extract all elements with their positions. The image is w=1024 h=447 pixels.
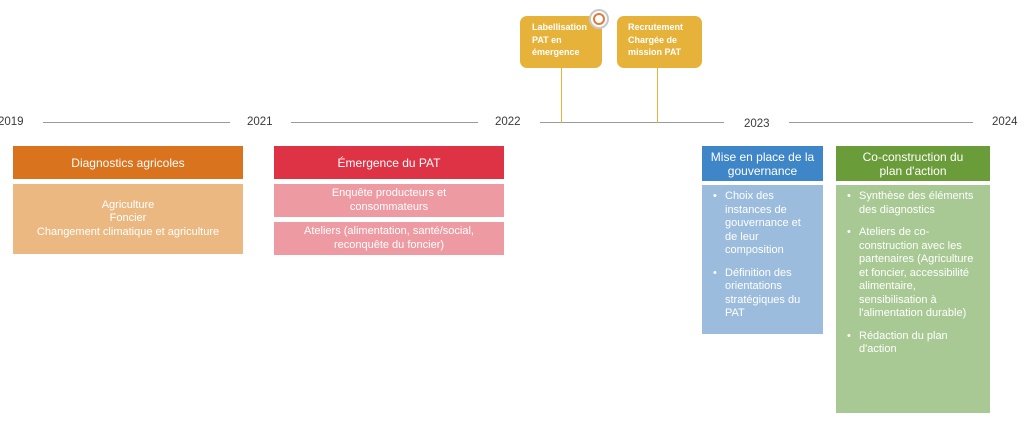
phase-body-coconstruction: Synthèse des éléments des diagnostics At… xyxy=(836,185,990,413)
milestone-text-line: émergence xyxy=(532,47,580,57)
phase-item: Choix des instances de gouvernance et de… xyxy=(713,190,815,258)
phase-body-gouvernance: Choix des instances de gouvernance et de… xyxy=(702,185,823,334)
label-badge-icon xyxy=(589,9,609,29)
axis-segment xyxy=(43,122,230,123)
milestone-text-line: mission PAT xyxy=(628,47,682,57)
milestone-text-line: Recrutement xyxy=(628,22,684,32)
phase-header-emergence: Émergence du PAT xyxy=(274,146,504,179)
phase-item: Synthèse des éléments des diagnostics xyxy=(847,190,982,217)
year-label-2022: 2022 xyxy=(495,116,521,128)
axis-segment xyxy=(291,122,478,123)
milestone-connector xyxy=(657,68,658,123)
milestone-text-line: Chargée de xyxy=(628,34,678,45)
phase-header-diagnostics: Diagnostics agricoles xyxy=(13,146,243,179)
phase-item: Rédaction du plan d'action xyxy=(847,330,982,357)
phase-item: Foncier xyxy=(109,212,147,225)
year-label-2021: 2021 xyxy=(247,116,273,128)
phase-header-coconstruction: Co-construction du plan d'action xyxy=(836,146,990,181)
phase-item: Ateliers de co-construction avec les par… xyxy=(847,226,982,321)
year-label-2024: 2024 xyxy=(992,116,1018,128)
phase-header-gouvernance: Mise en place de la gouvernance xyxy=(702,146,823,181)
phase-item-enquete: Enquête producteurs et consommateurs xyxy=(274,184,504,217)
milestone-connector xyxy=(561,68,562,123)
phase-item: Changement climatique et agriculture xyxy=(36,225,220,238)
phase-item: Agriculture xyxy=(101,198,155,211)
milestone-labellisation: Labellisation PAT en émergence xyxy=(520,16,602,68)
axis-segment xyxy=(789,122,973,123)
axis-segment xyxy=(540,122,724,123)
milestone-text-line: Labellisation xyxy=(532,22,588,32)
year-label-2023: 2023 xyxy=(744,118,770,130)
milestone-text-line: PAT en xyxy=(532,34,562,45)
year-label-2019: 2019 xyxy=(0,116,24,128)
phase-item: Définition des orientations stratégiques… xyxy=(713,267,815,321)
milestone-recrutement: Recrutement Chargée de mission PAT xyxy=(617,16,702,68)
phase-item-ateliers: Ateliers (alimentation, santé/social, re… xyxy=(274,222,504,255)
phase-body-diagnostics: Agriculture Foncier Changement climatiqu… xyxy=(13,184,243,254)
